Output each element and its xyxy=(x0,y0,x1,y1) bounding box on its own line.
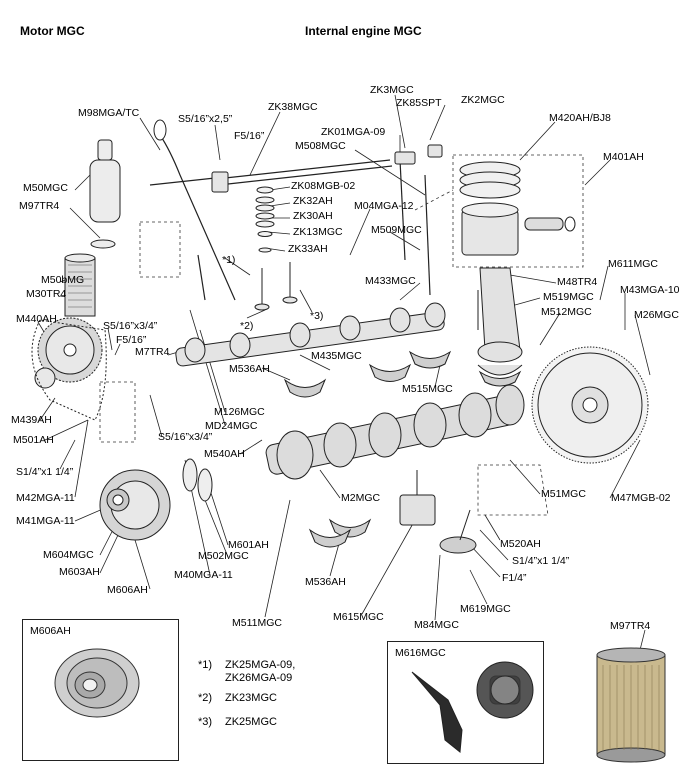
part-label-zk08mgb-02: ZK08MGB-02 xyxy=(291,180,356,192)
part-label-m26mgc: M26MGC xyxy=(634,309,679,321)
part-label-zk32ah: ZK32AH xyxy=(293,195,333,207)
ref-marker-1: *1) xyxy=(222,254,236,266)
part-label-s1-4x1-1-4-right: S1/4”x1 1/4” xyxy=(512,555,570,567)
ref-marker-2: *2) xyxy=(240,320,254,332)
part-label-m401ah: M401AH xyxy=(603,151,644,163)
part-label-zk30ah: ZK30AH xyxy=(293,210,333,222)
part-label-m515mgc: M515MGC xyxy=(402,383,453,395)
inset-damper-box xyxy=(22,619,179,761)
part-label-m540ah: M540AH xyxy=(204,448,245,460)
part-label-m536ah-bottom: M536AH xyxy=(305,576,346,588)
part-label-m435mgc: M435MGC xyxy=(311,350,362,362)
part-label-m433mgc: M433MGC xyxy=(365,275,416,287)
part-label-m520ah: M520AH xyxy=(500,538,541,550)
part-label-m509mgc: M509MGC xyxy=(371,224,422,236)
part-label-m511mgc: M511MGC xyxy=(232,617,282,629)
part-label-m84mgc: M84MGC xyxy=(414,619,459,631)
internal-engine-heading: Internal engine MGC xyxy=(305,24,422,38)
part-label-s5-16x2-5: S5/16”x2,5” xyxy=(178,113,233,125)
part-label-m40mga-11: M40MGA-11 xyxy=(174,569,233,581)
part-label-m50bmg: M50bMG xyxy=(41,274,85,286)
part-label-m30tr4: M30TR4 xyxy=(26,288,67,300)
footnote-3-text: ZK25MGC xyxy=(225,716,277,728)
part-label-m603ah: M603AH xyxy=(59,566,100,578)
part-label-m619mgc: M619MGC xyxy=(460,603,511,615)
part-label-zk01mga-09: ZK01MGA-09 xyxy=(321,126,386,138)
motor-heading: Motor MGC xyxy=(20,24,85,38)
part-label-m97tr4-bottom: M97TR4 xyxy=(610,620,651,632)
ref-marker-3: *3) xyxy=(310,310,324,322)
part-label-m601ah: M601AH xyxy=(228,539,269,551)
part-label-m611mgc: M611MGC xyxy=(608,258,658,270)
part-label-m04mga-12: M04MGA-12 xyxy=(354,200,414,212)
footnote-1-text-line2: ZK26MGA-09 xyxy=(225,672,293,684)
part-label-m97tr4-top: M97TR4 xyxy=(19,200,60,212)
part-label-zk38mgc: ZK38MGC xyxy=(268,101,318,113)
part-label-f1-4: F1/4” xyxy=(502,572,527,584)
part-label-zk2mgc: ZK2MGC xyxy=(461,94,505,106)
part-label-s5-16x3-4-b: S5/16”x3/4” xyxy=(158,431,213,443)
inset-damper-title: M606AH xyxy=(30,625,71,637)
part-label-m41mga-11: M41MGA-11 xyxy=(16,515,75,527)
footnote-2-mark: *2) xyxy=(198,692,213,704)
part-label-zk85spt: ZK85SPT xyxy=(396,97,442,109)
part-label-m440ah: M440AH xyxy=(16,313,57,325)
part-label-zk3mgc: ZK3MGC xyxy=(370,84,414,96)
part-label-m519mgc: M519MGC xyxy=(543,291,594,303)
footnote-2-text: ZK23MGC xyxy=(225,692,277,704)
inset-oil-pump-box xyxy=(387,641,544,764)
part-label-m126mgc: M126MGC xyxy=(214,406,265,418)
part-label-m512mgc: M512MGC xyxy=(541,306,592,318)
part-label-m508mgc: M508MGC xyxy=(295,140,346,152)
part-label-m48tr4: M48TR4 xyxy=(557,276,598,288)
part-label-m50mgc: M50MGC xyxy=(23,182,68,194)
part-label-m7tr4: M7TR4 xyxy=(135,346,170,358)
inset-oil-pump-title: M616MGC xyxy=(395,647,446,659)
part-label-m2mgc: M2MGC xyxy=(341,492,381,504)
part-label-m439ah: M439AH xyxy=(11,414,52,426)
part-label-zk33ah: ZK33AH xyxy=(288,243,328,255)
part-label-m43mga-10: M43MGA-10 xyxy=(620,284,680,296)
part-label-m420ah-bj8: M420AH/BJ8 xyxy=(549,112,611,124)
part-label-f5-16-mid: F5/16” xyxy=(116,334,147,346)
part-label-m501ah: M501AH xyxy=(13,434,54,446)
part-label-s5-16x3-4-a: S5/16”x3/4” xyxy=(103,320,158,332)
part-label-m47mgb-02: M47MGB-02 xyxy=(611,492,671,504)
part-label-s1-4x1-1-4-left: S1/4”x1 1/4” xyxy=(16,466,74,478)
part-label-m502mgc: M502MGC xyxy=(198,550,249,562)
footnote-1-text: ZK25MGA-09, xyxy=(225,659,296,671)
part-label-m98mga-tc: M98MGA/TC xyxy=(78,107,140,119)
part-label-zk13mgc: ZK13MGC xyxy=(293,226,343,238)
part-label-m604mgc: M604MGC xyxy=(43,549,94,561)
part-label-m51mgc: M51MGC xyxy=(541,488,586,500)
part-label-m615mgc: M615MGC xyxy=(333,611,384,623)
footnote-1-mark: *1) xyxy=(198,659,213,671)
footnote-3-mark: *3) xyxy=(198,716,213,728)
part-label-m536ah-top: M536AH xyxy=(229,363,270,375)
part-label-md24mgc: MD24MGC xyxy=(205,420,258,432)
part-label-m606ah: M606AH xyxy=(107,584,148,596)
part-label-f5-16-top: F5/16” xyxy=(234,130,265,142)
part-label-m42mga-11: M42MGA-11 xyxy=(16,492,75,504)
